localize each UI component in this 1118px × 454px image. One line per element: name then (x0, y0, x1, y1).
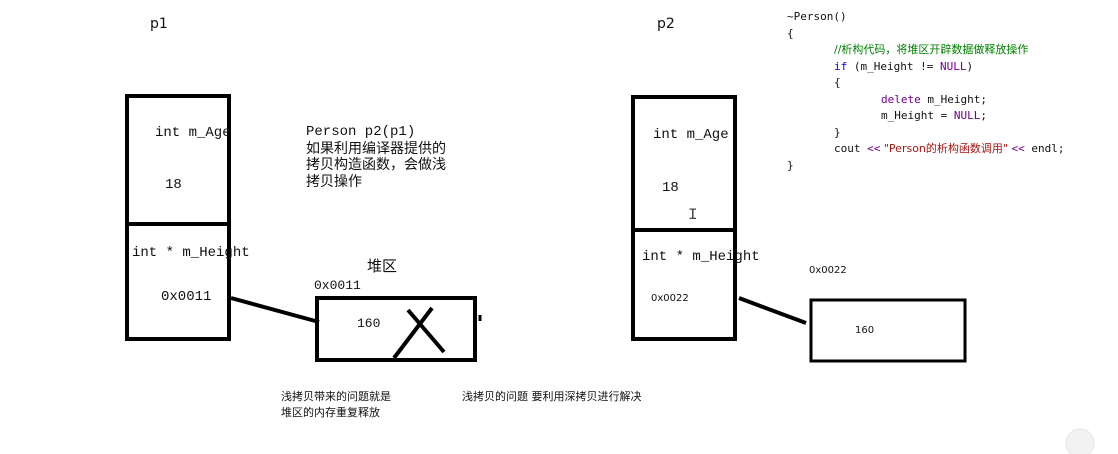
code-assign: m_Height = (881, 109, 954, 122)
code-assign-end: ; (980, 109, 987, 122)
p2-object-box (631, 95, 737, 341)
code-line-10: } (787, 158, 794, 172)
p1-age-value: 18 (165, 177, 182, 193)
code-line-7: m_Height = NULL; (787, 108, 1064, 125)
code-line-1: ~Person() (787, 10, 847, 23)
code-stream-op-1: << (867, 142, 881, 155)
p2-height-value: 0x0022 (651, 293, 689, 304)
code-null-macro-2: NULL (953, 109, 981, 122)
p2-heap-value: 160 (855, 325, 875, 336)
p2-pointer-line (738, 296, 807, 325)
destructor-code-block: ~Person() { //析构代码，将堆区开辟数据做释放操作 if (m_He… (787, 9, 1064, 174)
code-endl: endl; (1024, 142, 1065, 155)
copy-note-line-1: Person p2(p1) (306, 124, 416, 140)
code-line-3-comment: //析构代码，将堆区开辟数据做释放操作 (834, 43, 1029, 56)
problem-note-line-2: 堆区的内存重复释放 (281, 406, 380, 419)
code-line-5: { (834, 76, 841, 89)
code-string-literal: "Person的析构函数调用" (880, 142, 1012, 155)
code-line-4: if (m_Height != NULL) (787, 59, 1064, 76)
p2-field-height: int * m_Height (642, 249, 760, 265)
solution-note: 浅拷贝的问题 要利用深拷贝进行解决 (462, 390, 642, 403)
p1-heap-address: 0x0011 (314, 278, 361, 293)
p1-field-height: int * m_Height (132, 245, 250, 261)
p2-title: p2 (657, 16, 675, 32)
cross-mark-stroke-1 (406, 308, 446, 354)
copy-note-line-2: 如果利用编译器提供的 (306, 140, 446, 157)
copy-note-line-4: 拷贝操作 (306, 173, 362, 190)
code-line-6: delete m_Height; (787, 92, 1064, 109)
code-if-keyword: if (834, 59, 848, 73)
code-line-9: cout << "Person的析构函数调用" << endl; (787, 141, 1064, 158)
code-delete-target: m_Height; (920, 92, 987, 106)
p1-object-box (125, 94, 231, 341)
copy-note-line-3: 拷贝构造函数，会做浅 (306, 157, 446, 173)
code-line-8: } (834, 125, 841, 139)
copy-note: Person p2(p1) 如果利用编译器提供的 拷贝构造函数，会做浅 拷贝操作 (306, 123, 446, 190)
corner-decoration (1065, 428, 1095, 454)
problem-note: 浅拷贝带来的问题就是 堆区的内存重复释放 (281, 389, 391, 421)
heap-title: 堆区 (367, 257, 398, 275)
p2-heap-box (809, 298, 967, 363)
code-stream-op-2: << (1011, 142, 1025, 155)
p1-height-value: 0x0011 (161, 289, 212, 305)
p1-pointer-line (230, 296, 320, 324)
code-line-2: { (787, 26, 794, 40)
p2-heap-address: 0x0022 (809, 265, 847, 276)
problem-note-line-1: 浅拷贝带来的问题就是 (281, 390, 391, 403)
code-if-condition: (m_Height != (847, 59, 940, 73)
p2-age-value: 18 (662, 180, 679, 196)
p1-title: p1 (150, 16, 168, 32)
p1-heap-value: 160 (357, 316, 381, 331)
p2-field-age: int m_Age (653, 127, 729, 143)
code-if-close: ) (966, 59, 974, 73)
code-null-macro-1: NULL (939, 59, 967, 73)
cross-mark-stroke-2 (392, 306, 434, 360)
p1-heap-box (315, 296, 477, 362)
code-delete-keyword: delete (881, 92, 921, 106)
text-cursor-icon: I (688, 206, 698, 224)
code-cout: cout (834, 142, 868, 155)
p1-field-age: int m_Age (155, 125, 231, 141)
